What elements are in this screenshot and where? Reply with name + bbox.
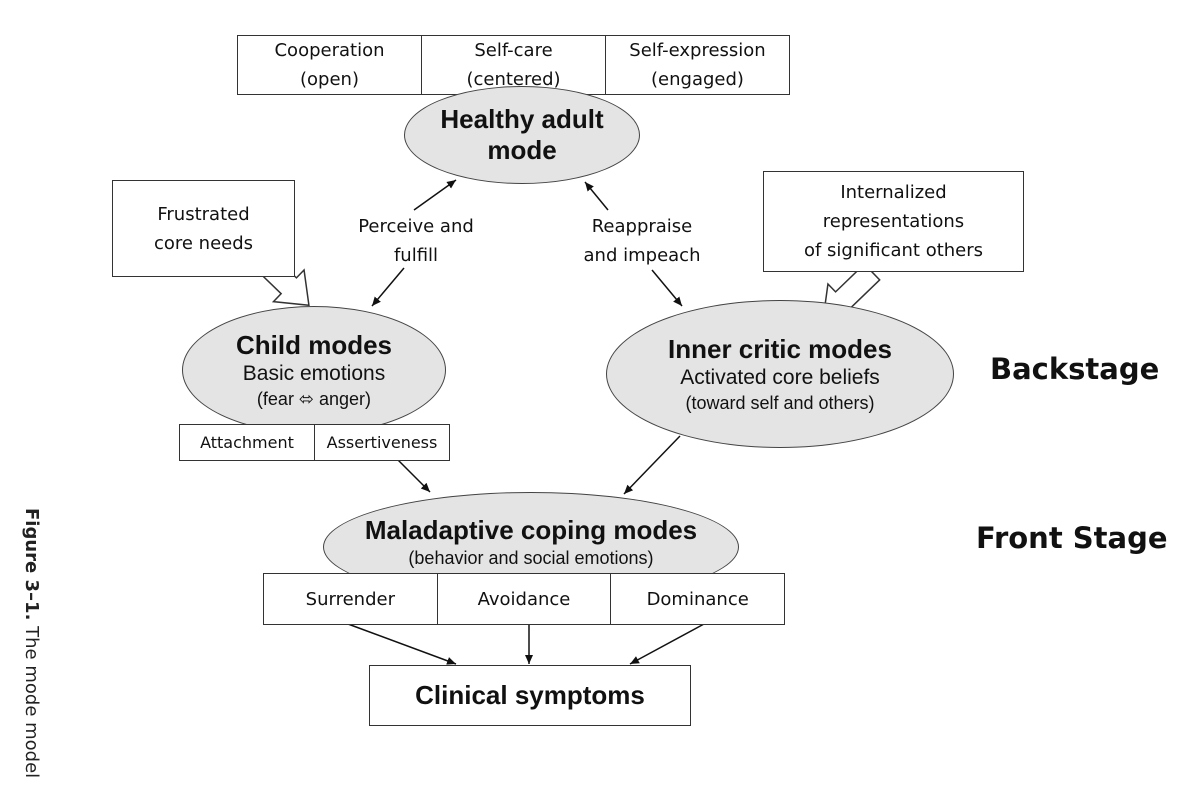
child-modes: Child modes Basic emotions (fear ⬄ anger… xyxy=(182,306,446,434)
arrow-reappraise-up xyxy=(584,181,609,211)
healthy-adult-mode: Healthy adult mode xyxy=(404,86,640,184)
coping-sub: (behavior and social emotions) xyxy=(408,548,654,568)
child-modes-sub2: (fear ⬄ anger) xyxy=(256,388,372,409)
arrow-critic-to-coping xyxy=(623,435,681,495)
box-avoidance: Avoidance xyxy=(436,574,611,624)
caption-title: The mode model xyxy=(21,626,42,779)
backstage-label: Backstage xyxy=(990,352,1160,386)
top-values-row: Cooperation(open) Self-care(centered) Se… xyxy=(237,35,790,95)
healthy-adult-line1: Healthy adult xyxy=(440,104,604,134)
inner-critic-title: Inner critic modes xyxy=(668,333,892,364)
top-box-cooperation: Cooperation(open) xyxy=(274,40,385,90)
coping-title: Maladaptive coping modes xyxy=(364,515,698,545)
child-modes-sub: Basic emotions xyxy=(242,361,386,385)
inner-critic-modes: Inner critic modes Activated core belief… xyxy=(606,300,954,448)
arrow-perceive-down xyxy=(371,267,405,307)
caption-number: Figure 3–1. xyxy=(21,508,42,621)
box-dominance: Dominance xyxy=(610,574,784,624)
inner-critic-sub2: (toward self and others) xyxy=(685,392,875,413)
box-surrender: Surrender xyxy=(305,588,395,610)
child-needs-row: Attachment Assertiveness xyxy=(179,424,450,461)
front-stage-label: Front Stage xyxy=(976,521,1168,555)
arrow-surrender-to-clinical xyxy=(347,623,457,665)
clinical-symptoms-box: Clinical symptoms xyxy=(369,665,691,726)
top-box-self-expression: Self-expression(engaged) xyxy=(605,36,789,94)
arrow-dominance-to-clinical xyxy=(629,623,705,665)
arrow-child-to-coping xyxy=(397,459,431,493)
arrow-reappraise-down xyxy=(651,269,683,307)
coping-styles-row: Surrender Avoidance Dominance xyxy=(263,573,785,625)
arrow-perceive-up xyxy=(413,179,457,211)
box-assertiveness: Assertiveness xyxy=(314,425,449,460)
healthy-adult-line2: mode xyxy=(487,135,557,165)
top-box-self-care: Self-care(centered) xyxy=(421,36,605,94)
child-modes-title: Child modes xyxy=(235,329,392,360)
box-attachment: Attachment xyxy=(200,433,294,452)
figure-caption: Figure 3–1. The mode model xyxy=(16,508,42,788)
inner-critic-sub: Activated core beliefs xyxy=(680,365,880,389)
